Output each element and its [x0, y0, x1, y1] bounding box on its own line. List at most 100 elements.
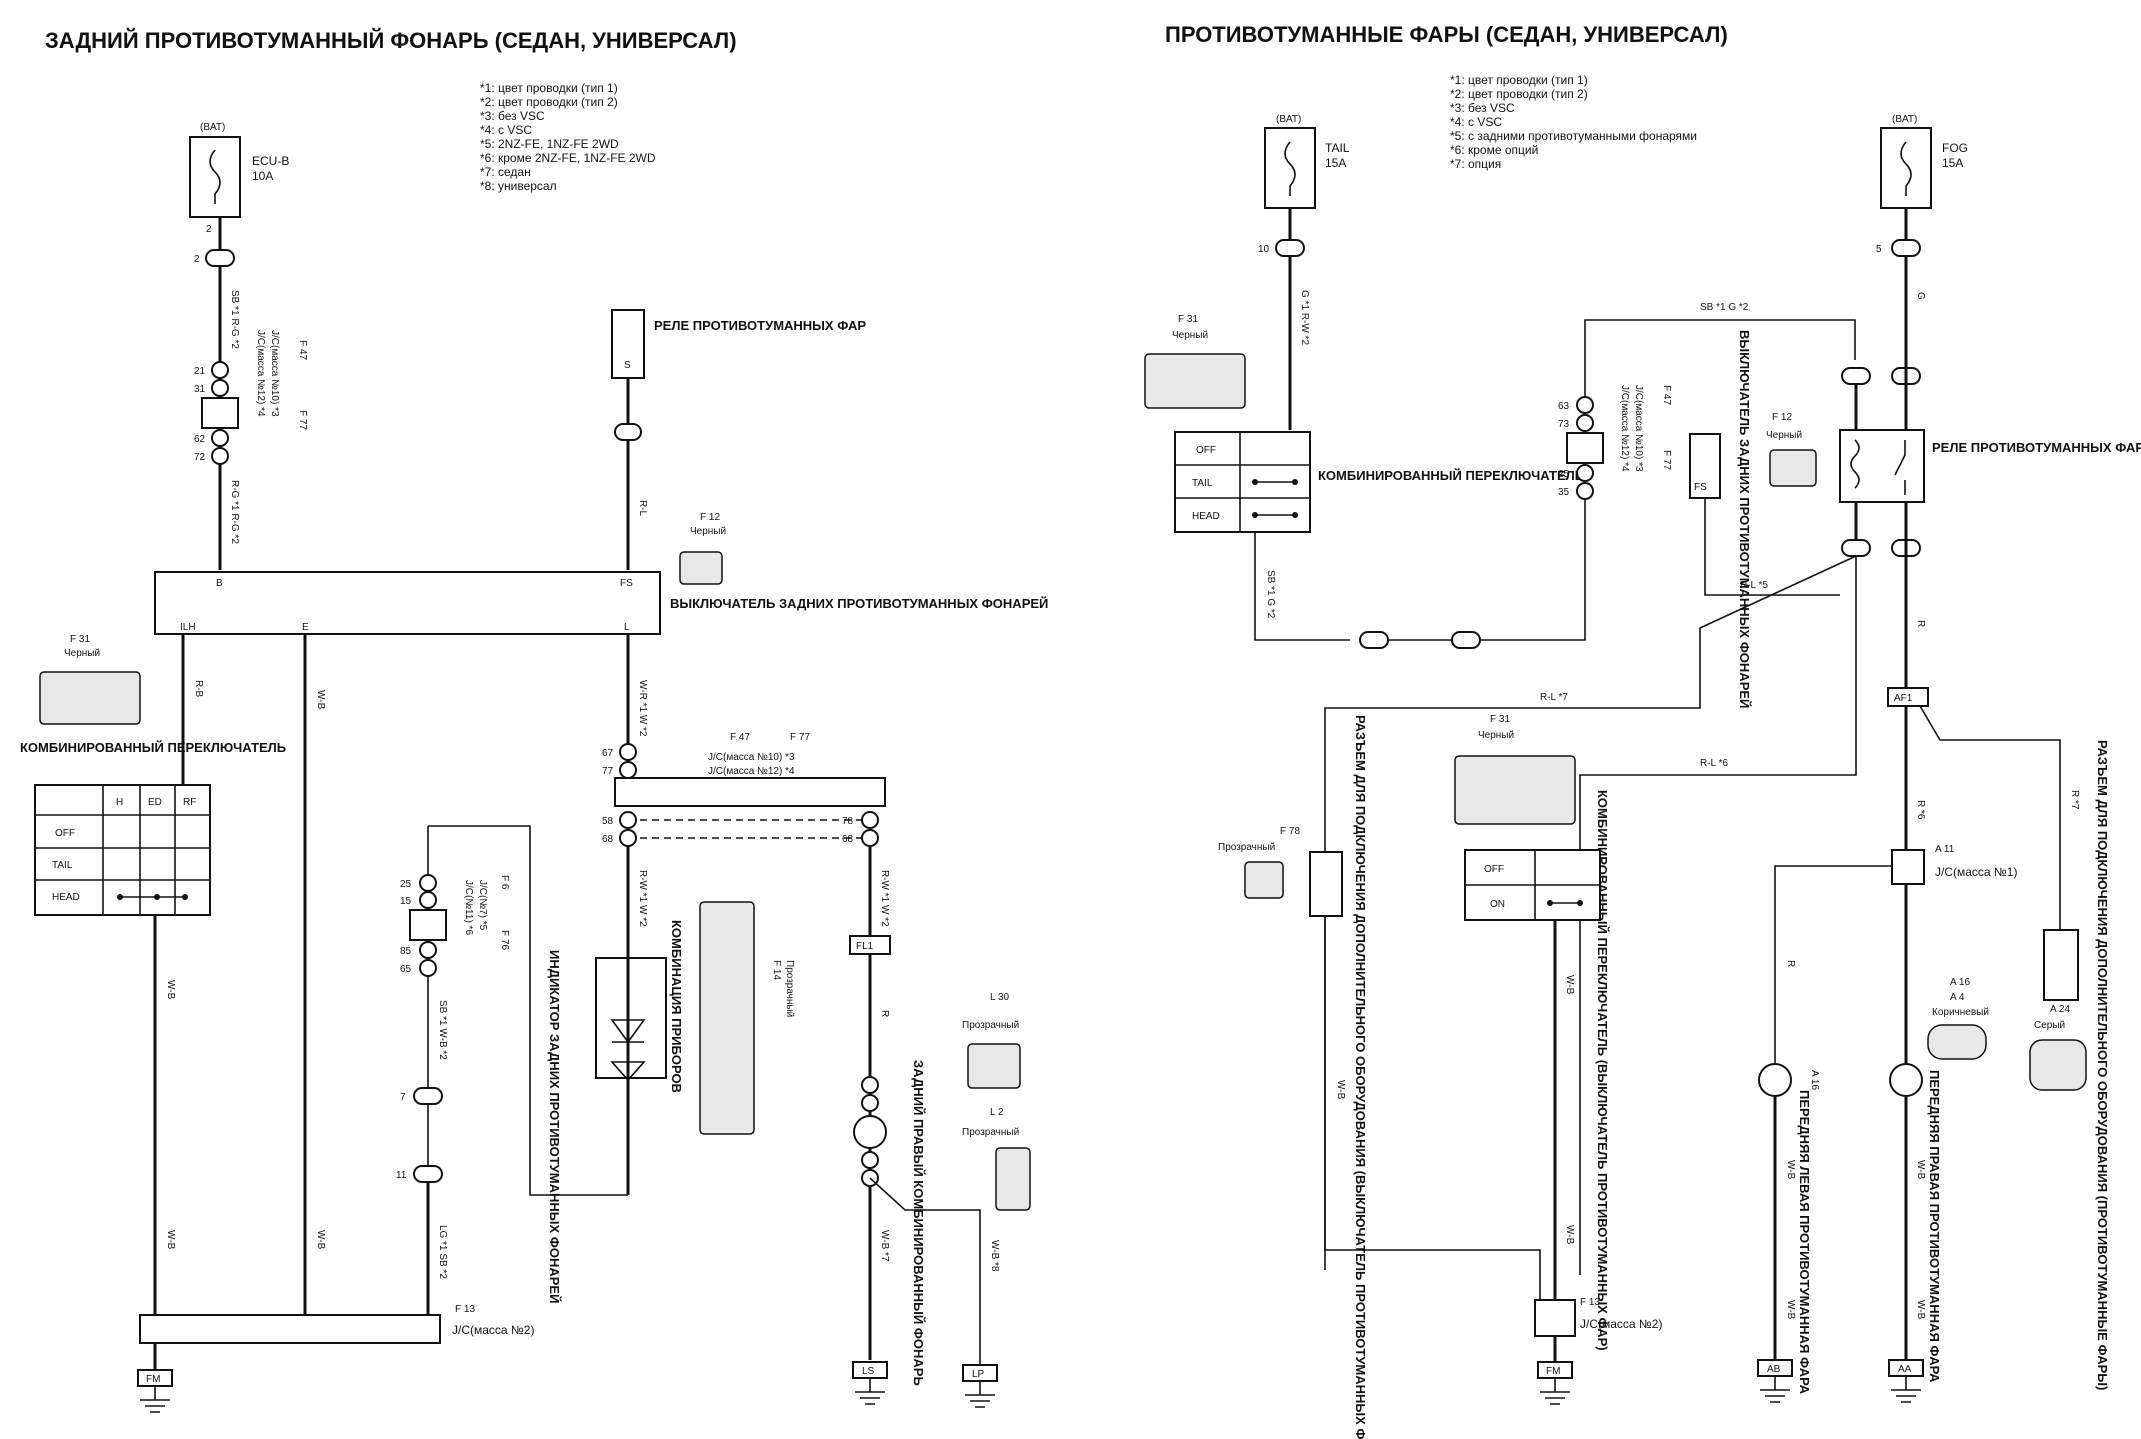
right-diagram: ПРОТИВОТУМАННЫЕ ФАРЫ (СЕДАН, УНИВЕРСАЛ) …	[1144, 22, 2141, 1439]
sw-col: RF	[183, 797, 196, 808]
right-title: ПРОТИВОТУМАННЫЕ ФАРЫ (СЕДАН, УНИВЕРСАЛ)	[1165, 22, 1728, 47]
connector-icon	[1244, 861, 1284, 899]
combo-switch-table	[34, 784, 211, 916]
connector-icon	[1769, 449, 1817, 487]
fuse-amp: 15A	[1942, 156, 1963, 170]
pin-number: 25	[400, 879, 412, 890]
left-title: ЗАДНИЙ ПРОТИВОТУМАННЫЙ ФОНАРЬ (СЕДАН, УН…	[45, 28, 737, 53]
af1-label: AF1	[1894, 693, 1913, 704]
f12-label: F 12	[700, 512, 720, 523]
pin-number: 85	[400, 946, 412, 957]
prozrachny-label: Прозрачный	[1218, 842, 1275, 853]
ground-label: LP	[972, 1369, 985, 1380]
fuse-name: ECU-B	[252, 154, 289, 168]
pin-e: E	[302, 622, 309, 633]
left-notes: *1: цвет проводки (тип 1) *2: цвет прово…	[480, 81, 656, 193]
wire-label: R-G *1 R-G *2	[229, 480, 240, 544]
wire-label: W-B	[1564, 1225, 1575, 1245]
bulb-icon	[853, 1115, 887, 1149]
wire-label: W-B	[165, 980, 176, 1000]
jc-f47: F 47	[1661, 385, 1672, 405]
jc-a	[861, 811, 879, 829]
wire	[1584, 319, 1856, 397]
wire	[428, 825, 628, 1196]
ground-icon	[1760, 1376, 1790, 1403]
fuse-icon	[209, 149, 221, 204]
right-note: *4: с VSC	[1450, 115, 1502, 129]
pin-fs: FS	[620, 578, 633, 589]
pin-number: 25	[1558, 469, 1570, 480]
bat-label: (BAT)	[1276, 114, 1301, 125]
jc-a	[619, 743, 637, 761]
bat-label: (BAT)	[200, 122, 225, 133]
cherny-label: Черный	[64, 648, 100, 659]
wire-label: SB *1 G *2	[1265, 570, 1276, 619]
connector-icon	[967, 1043, 1021, 1089]
wire-label: R	[879, 1010, 890, 1017]
ground-label: AA	[1898, 1364, 1912, 1375]
l2-label: L 2	[990, 1107, 1004, 1118]
f31-label: F 31	[1490, 714, 1510, 725]
pin-number: 73	[1558, 419, 1570, 430]
jc2-label: J/C(масса №2)	[452, 1323, 534, 1337]
fuse-amp: 15A	[1325, 156, 1346, 170]
wire-label: SB *1 W-B *2	[437, 1000, 448, 1060]
jc-f77: F 77	[297, 410, 308, 430]
opt-switch-box	[1309, 851, 1343, 917]
opt-connector-label: РАЗЪЕМ ДЛЯ ПОДКЛЮЧЕНИЯ ДОПОЛНИТЕЛЬНОГО О…	[1353, 715, 1368, 1439]
fs-box	[1689, 433, 1721, 499]
wire-label: R-L *6	[1700, 758, 1728, 769]
sw-row: TAIL	[52, 860, 73, 871]
jc-m10: J/C(масса №10) *3	[269, 330, 280, 417]
wire-label: R-L *5	[1740, 580, 1768, 591]
jc-a	[1576, 396, 1594, 414]
pin-number: 7	[400, 1092, 406, 1103]
wire	[1579, 556, 1857, 1275]
jc-a	[211, 429, 229, 447]
connector-icon	[39, 671, 141, 725]
pin-number: 15	[400, 896, 412, 907]
sw-row: TAIL	[1192, 478, 1213, 489]
a4-label: A 4	[1950, 992, 1965, 1003]
a24-label: A 24	[2050, 1004, 2070, 1015]
wire	[1388, 410, 1586, 641]
fs-label: FS	[1694, 482, 1707, 493]
jc1-label: J/C(масса №1)	[1935, 865, 2017, 879]
wire-label: R-L	[637, 500, 648, 517]
wire-label: W-B	[315, 690, 326, 710]
jc-m12: J/C(масса №12) *4	[708, 766, 795, 777]
pin-number: 2	[206, 224, 212, 235]
wire	[1704, 498, 1840, 596]
jc-a	[211, 361, 229, 379]
connector-4	[614, 423, 642, 441]
pin-number: 2	[194, 254, 200, 265]
wire	[1919, 705, 2061, 930]
left-note: *7: седан	[480, 165, 531, 179]
l30-label: L 30	[990, 992, 1010, 1003]
jc-a11	[1891, 849, 1925, 885]
f78-label: F 78	[1280, 826, 1300, 837]
pin-b: B	[216, 578, 223, 589]
led-icon	[610, 1061, 646, 1082]
wire-label: W-B	[1564, 975, 1575, 995]
korichnevy-label: Коричневый	[1932, 1007, 1989, 1018]
pin-lh: ILH	[180, 622, 196, 633]
jc-f77: F 77	[1661, 450, 1672, 470]
jc-a	[419, 874, 437, 892]
jc-11: J/C(№11) *6	[463, 880, 474, 935]
bulb-icon	[1889, 1063, 1923, 1097]
jc-a	[619, 811, 637, 829]
right-notes: *1: цвет проводки (тип 1) *2: цвет прово…	[1450, 73, 1697, 171]
connector-icon	[1144, 353, 1246, 409]
contact-dot	[1292, 479, 1298, 485]
wire-label: W-B	[1785, 1160, 1796, 1180]
jc-b	[211, 379, 229, 397]
relay-pin: S	[624, 360, 631, 371]
jc-b	[861, 1094, 879, 1112]
opt-connector2-label: РАЗЪЕМ ДЛЯ ПОДКЛЮЧЕНИЯ ДОПОЛНИТЕЛЬНОГО О…	[2095, 740, 2110, 1390]
jc-b	[419, 891, 437, 909]
left-note: *5: 2NZ-FE, 1NZ-FE 2WD	[480, 137, 619, 151]
contact-dot	[1252, 512, 1258, 518]
jc-f13	[139, 1314, 441, 1344]
fuse-name: FOG	[1942, 141, 1968, 155]
